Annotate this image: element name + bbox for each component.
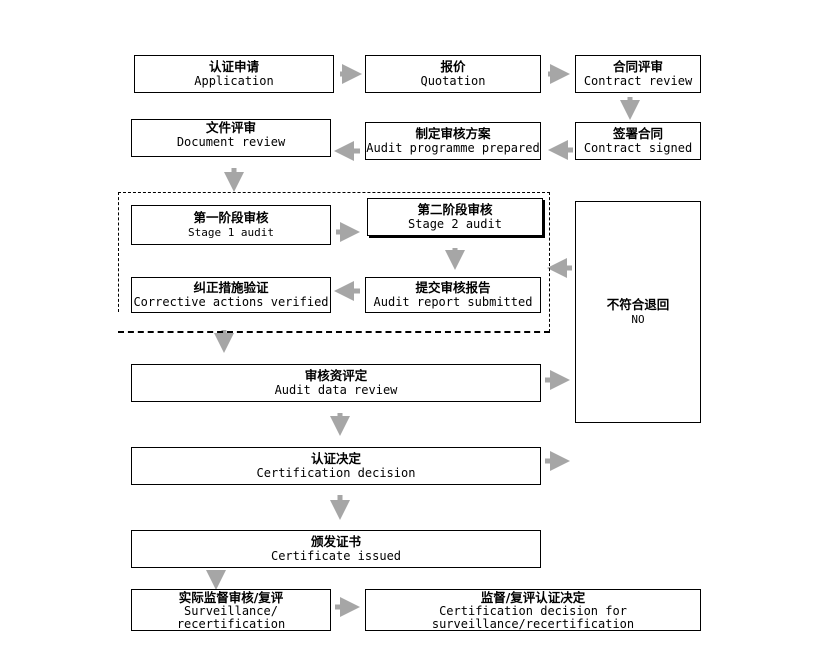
surveillance-en-line2: recertification	[176, 616, 286, 631]
application-en: Application	[194, 74, 274, 88]
audit-data-review-en: Audit data review	[274, 383, 398, 397]
application-cn: 认证申请	[208, 59, 259, 74]
nonconformity-return-en: NO	[631, 313, 645, 326]
stage1-cn: 第一阶段审核	[193, 210, 269, 225]
stage2-cn: 第二阶段审核	[417, 202, 493, 217]
contract-signed-en: Contract signed	[583, 141, 693, 155]
surveillance-en-line1: Surveillance/	[184, 603, 278, 618]
contract-review-box: 合同评审 Contract review	[575, 55, 701, 93]
stage2-en: Stage 2 audit	[408, 217, 502, 231]
quotation-cn: 报价	[440, 59, 466, 74]
certificate-issued-box: 颁发证书 Certificate issued	[131, 530, 541, 568]
report-submitted-box: 提交审核报告 Audit report submitted	[365, 277, 541, 313]
decision-surveillance-box: 监督/复评认证决定 Certification decision for sur…	[365, 589, 701, 631]
application-box: 认证申请 Application	[134, 55, 334, 93]
decision-surveillance-en-line2: surveillance/recertification	[431, 616, 635, 631]
stage2-box: 第二阶段审核 Stage 2 audit	[367, 198, 543, 236]
surveillance-box: 实际监督审核/复评 Surveillance/ recertification	[131, 589, 331, 631]
decision-surveillance-en-line1: Certification decision for	[439, 603, 627, 618]
stage-group-right-border	[549, 192, 550, 332]
document-review-box: 文件评审 Document review	[131, 119, 331, 157]
audit-data-review-box: 审核资评定 Audit data review	[131, 364, 541, 402]
contract-signed-cn: 签署合同	[612, 126, 663, 141]
contract-review-cn: 合同评审	[612, 59, 663, 74]
document-review-cn: 文件评审	[205, 120, 256, 135]
corrective-actions-box: 纠正措施验证 Corrective actions verified	[131, 277, 331, 313]
audit-programme-box: 制定审核方案 Audit programme prepared	[365, 122, 541, 160]
stage1-box: 第一阶段审核 Stage 1 audit	[131, 205, 331, 245]
report-submitted-en: Audit report submitted	[373, 295, 533, 309]
stage-group-left-border	[118, 192, 119, 312]
certificate-issued-cn: 颁发证书	[310, 534, 361, 549]
quotation-en: Quotation	[420, 74, 486, 88]
certification-decision-en: Certification decision	[256, 466, 416, 480]
audit-programme-cn: 制定审核方案	[415, 126, 491, 141]
audit-data-review-cn: 审核资评定	[304, 368, 368, 383]
nonconformity-return-box: 不符合退回 NO	[575, 201, 701, 423]
document-review-en: Document review	[176, 135, 286, 149]
corrective-actions-cn: 纠正措施验证	[193, 280, 269, 295]
audit-programme-en: Audit programme prepared	[366, 141, 540, 155]
stage-group-bottom-border	[118, 331, 550, 333]
decision-surveillance-cn: 监督/复评认证决定	[480, 589, 586, 605]
stage1-en: Stage 1 audit	[187, 226, 275, 239]
corrective-actions-en: Corrective actions verified	[133, 295, 329, 309]
surveillance-cn: 实际监督审核/复评	[178, 589, 284, 605]
certificate-issued-en: Certificate issued	[270, 549, 402, 563]
stage-group-top-border	[118, 192, 550, 193]
certification-decision-box: 认证决定 Certification decision	[131, 447, 541, 485]
nonconformity-return-cn: 不符合退回	[606, 297, 670, 312]
contract-review-en: Contract review	[583, 74, 693, 88]
quotation-box: 报价 Quotation	[365, 55, 541, 93]
report-submitted-cn: 提交审核报告	[415, 280, 491, 295]
contract-signed-box: 签署合同 Contract signed	[575, 122, 701, 160]
certification-decision-cn: 认证决定	[310, 451, 361, 466]
